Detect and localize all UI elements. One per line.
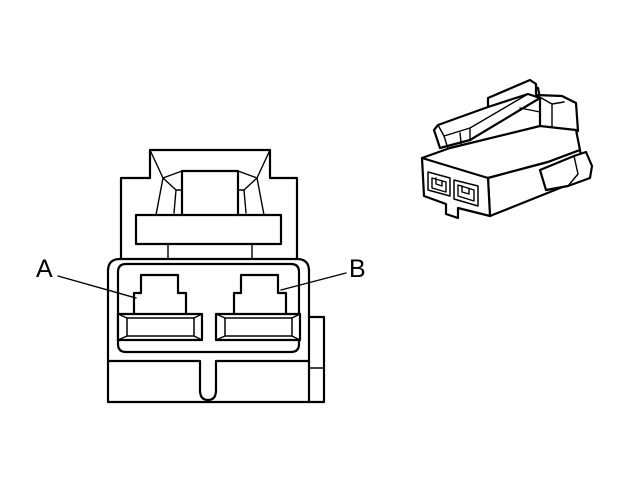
- connector-isometric-view: [420, 78, 594, 220]
- iso-side-clip: [538, 150, 594, 192]
- body-lower-divider: [106, 359, 311, 402]
- terminal-b-bevel: [215, 313, 301, 341]
- iso-side-clip-detail: [539, 155, 579, 191]
- terminal-b-shoulder: [232, 273, 288, 318]
- iso-latch-arm: [432, 82, 542, 150]
- side-tab: [307, 315, 326, 404]
- terminal-cavity-b: [214, 273, 302, 342]
- latch-left-wedge: [149, 149, 183, 216]
- leader-line-b: [280, 272, 347, 291]
- terminal-recess: [116, 262, 301, 354]
- terminal-a-shoulder: [132, 273, 188, 318]
- iso-terminal-window-1: [427, 171, 451, 197]
- terminal-a-slot: [126, 317, 195, 337]
- label-a: A: [36, 255, 53, 283]
- latch-right-wedge: [237, 149, 271, 216]
- connector-front-view: A B: [36, 148, 366, 404]
- latch-center-block: [180, 169, 240, 217]
- terminal-cavity-a: [116, 273, 204, 342]
- iso-latch-arm-detail: [437, 93, 529, 156]
- iso-terminal-window-2: [453, 179, 479, 207]
- latch-bar: [134, 213, 283, 246]
- iso-front-key: [445, 203, 459, 219]
- leader-line-a: [57, 275, 137, 299]
- label-b: B: [349, 255, 366, 283]
- latch-housing-outline: [119, 148, 299, 261]
- terminal-b-slot: [224, 317, 293, 337]
- terminal-a-bevel: [117, 313, 203, 341]
